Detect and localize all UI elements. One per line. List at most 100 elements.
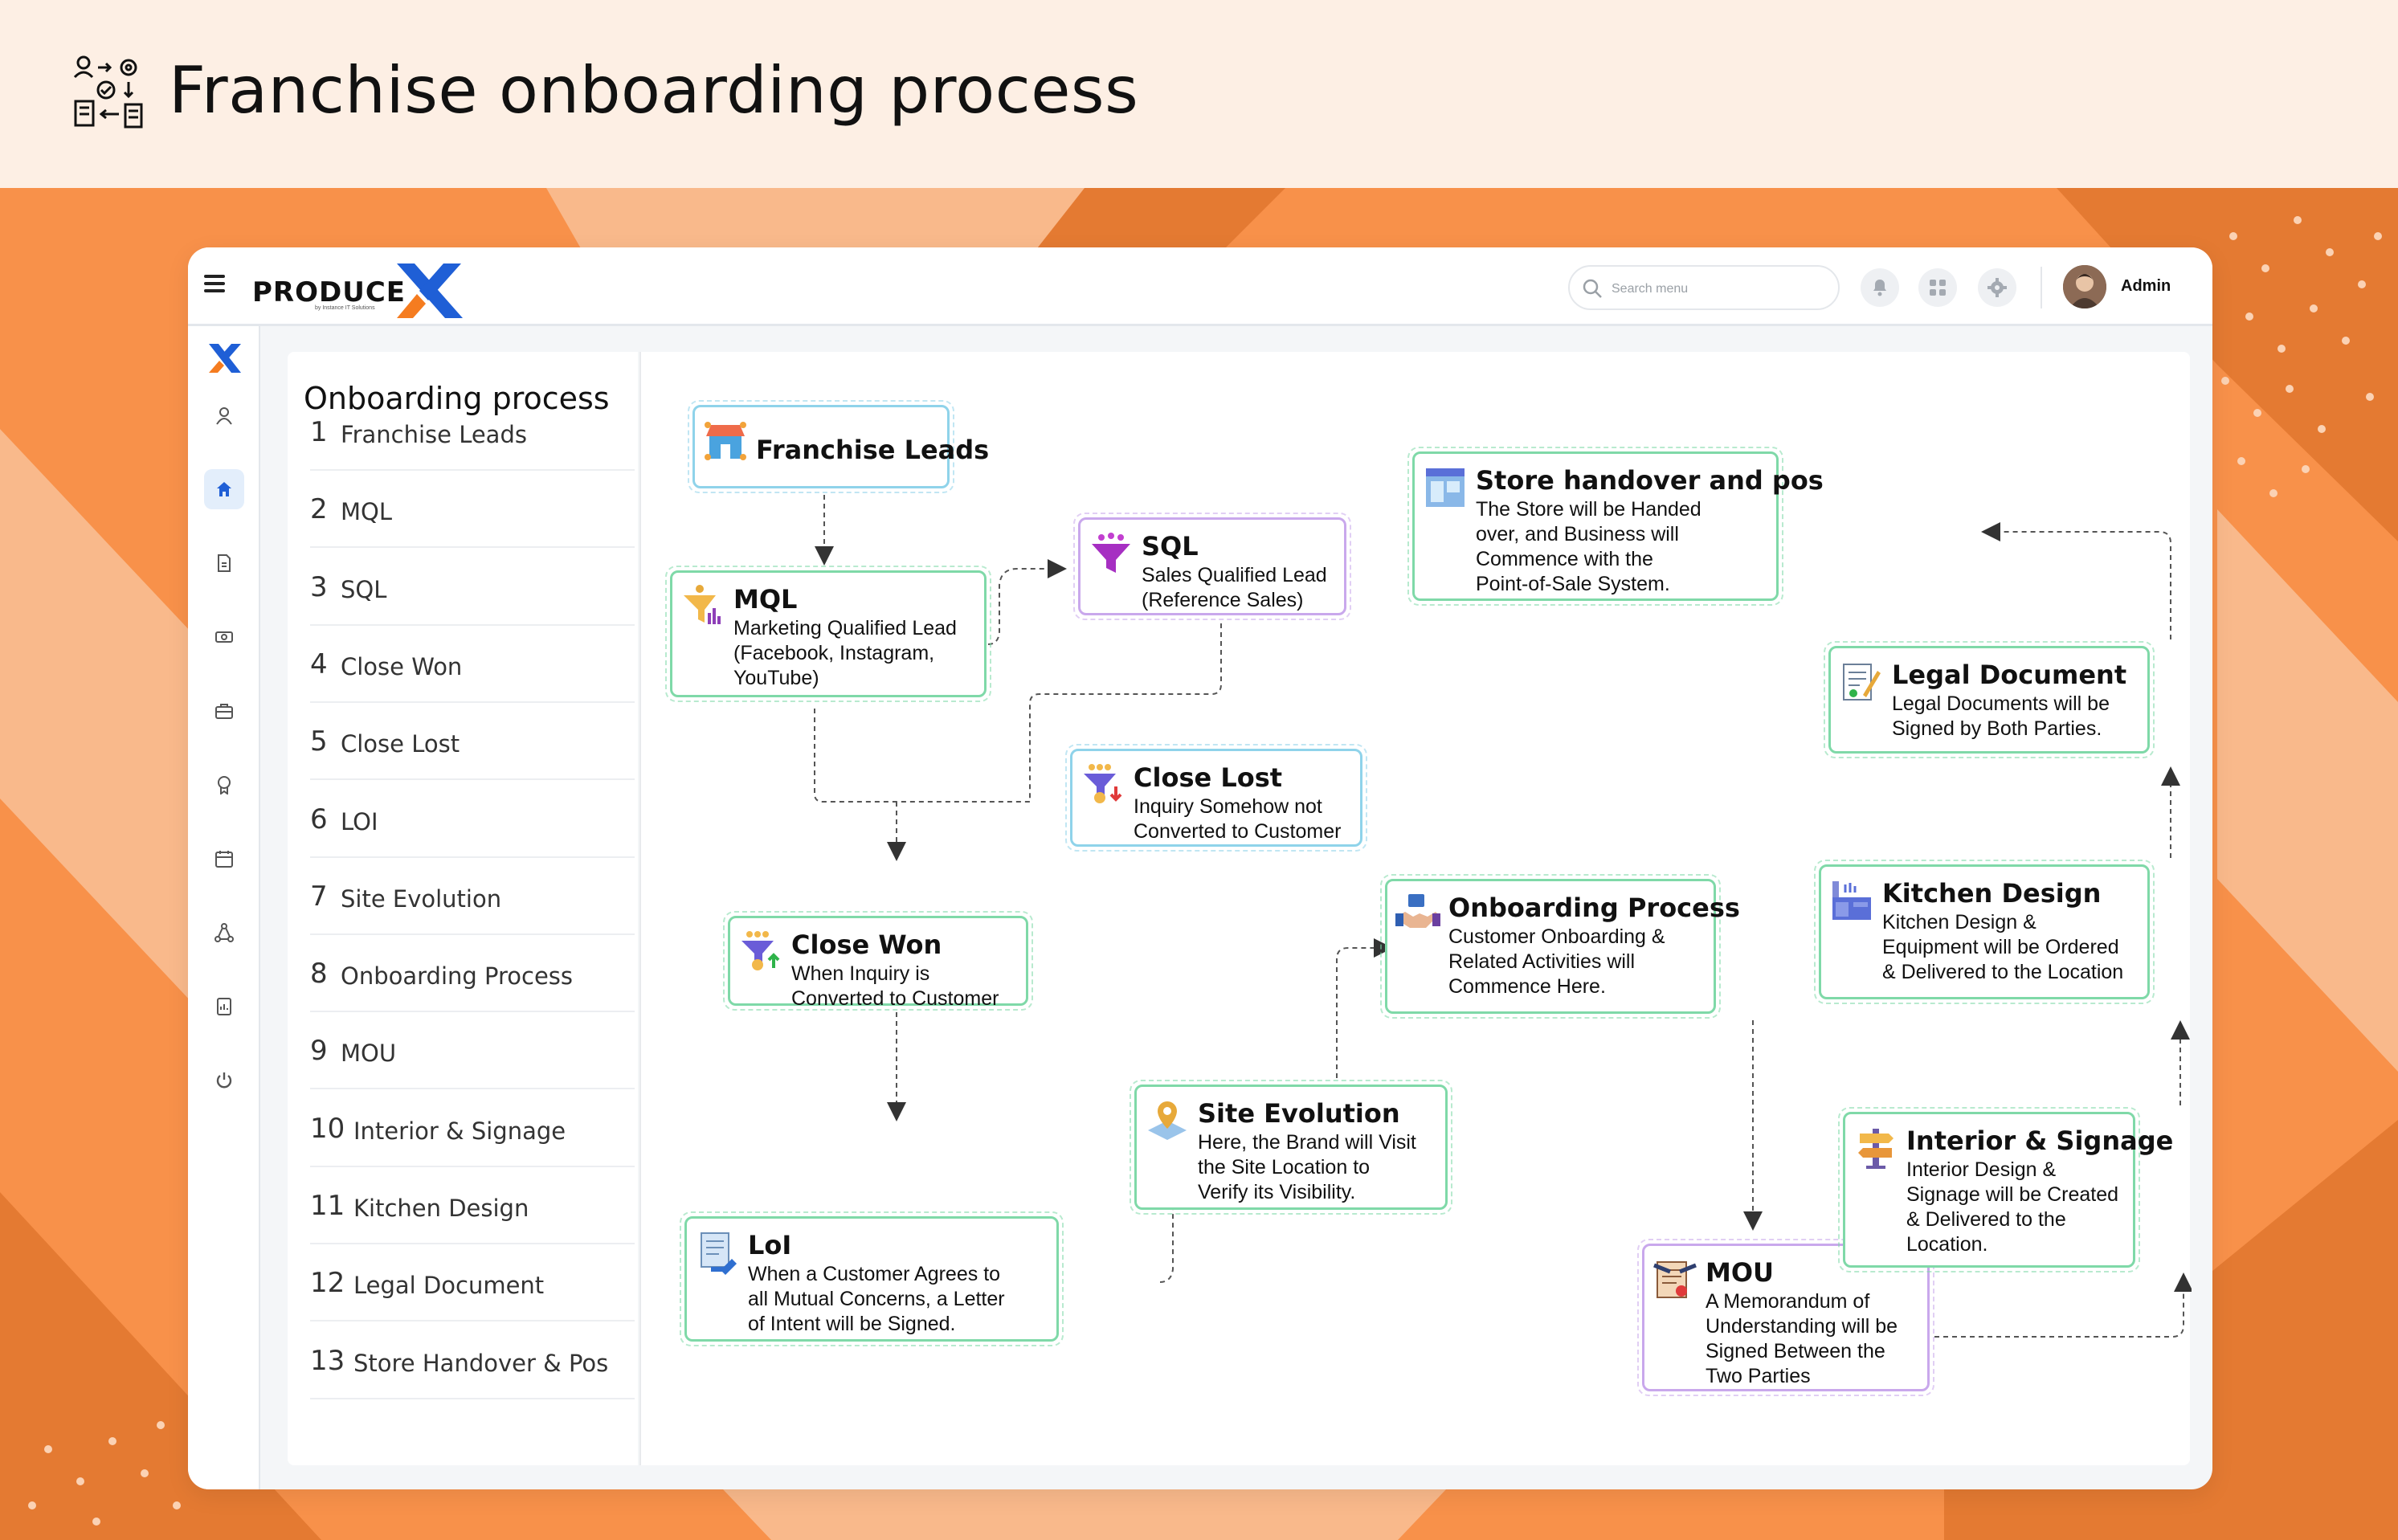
- search-input[interactable]: Search menu: [1612, 282, 1688, 296]
- funnel-down-icon: [1081, 762, 1125, 807]
- node-close-won[interactable]: Close Won When Inquiry is Converted to C…: [728, 916, 1028, 1006]
- rail-item-network[interactable]: [204, 913, 244, 953]
- rail-item-awards[interactable]: [204, 765, 244, 805]
- step-number: 11: [310, 1190, 345, 1222]
- notifications-button[interactable]: [1861, 268, 1899, 307]
- step-label: Interior & Signage: [353, 1117, 566, 1145]
- node-mql[interactable]: MQL Marketing Qualified Lead (Facebook, …: [670, 570, 987, 697]
- node-onboarding-process[interactable]: Onboarding Process Customer Onboarding &…: [1385, 879, 1716, 1014]
- step-item[interactable]: 3 SQL: [310, 549, 635, 626]
- menu-icon[interactable]: [204, 275, 225, 296]
- step-number: 2: [310, 493, 328, 525]
- report-icon: [214, 997, 234, 1016]
- step-label: MQL: [341, 498, 392, 525]
- brand-name: PRODUCE: [252, 276, 406, 308]
- legal-doc-icon: [1839, 660, 1884, 705]
- step-label: Kitchen Design: [353, 1195, 529, 1222]
- step-item[interactable]: 2 MQL: [310, 471, 635, 548]
- brand-logo[interactable]: PRODUCE by Instance IT Solutions: [252, 260, 461, 317]
- node-title: Close Lost: [1134, 762, 1282, 793]
- node-store-handover[interactable]: Store handover and pos The Store will be…: [1412, 451, 1779, 601]
- node-loi[interactable]: LoI When a Customer Agrees to all Mutual…: [684, 1216, 1059, 1342]
- step-number: 4: [310, 648, 328, 680]
- rail-item-documents[interactable]: [204, 543, 244, 583]
- step-label: Franchise Leads: [341, 421, 527, 448]
- banner: Franchise onboarding process: [0, 0, 2398, 188]
- contract-icon: [1652, 1257, 1697, 1302]
- rail-item-users[interactable]: [204, 395, 244, 435]
- rail-logo[interactable]: [204, 337, 244, 378]
- store-icon: [703, 419, 748, 464]
- node-description: Interior Design & Signage will be Create…: [1906, 1158, 2118, 1257]
- node-title: Legal Document: [1892, 660, 2126, 690]
- document-icon: [214, 554, 234, 573]
- signpost-icon: [1853, 1125, 1898, 1170]
- funnel-icon: [1089, 531, 1134, 576]
- rail-item-home[interactable]: [204, 469, 244, 509]
- step-item[interactable]: 8 Onboarding Process: [310, 935, 635, 1012]
- settings-button[interactable]: [1978, 268, 2016, 307]
- search-icon: [1581, 277, 1603, 300]
- user-name[interactable]: Admin: [2121, 277, 2171, 296]
- step-label: Legal Document: [353, 1272, 544, 1299]
- node-site-evolution[interactable]: Site Evolution Here, the Brand will Visi…: [1134, 1085, 1448, 1210]
- handshake-icon: [1395, 893, 1440, 937]
- step-number: 8: [310, 958, 328, 990]
- node-description: Legal Documents will be Signed by Both P…: [1892, 692, 2110, 741]
- kitchen-icon: [1829, 878, 1874, 923]
- brand-x-icon: [394, 260, 466, 321]
- step-number: 3: [310, 571, 328, 603]
- badge-icon: [214, 775, 234, 795]
- step-label: SQL: [341, 576, 386, 603]
- gear-icon: [1987, 278, 2007, 297]
- calendar-icon: [214, 849, 234, 868]
- node-description: Marketing Qualified Lead (Facebook, Inst…: [733, 616, 957, 691]
- home-icon: [214, 480, 234, 499]
- rail-item-payments[interactable]: [204, 617, 244, 657]
- step-number: 7: [310, 880, 328, 913]
- brand-tagline: by Instance IT Solutions: [315, 305, 375, 311]
- node-description: A Memorandum of Understanding will be Si…: [1706, 1289, 1898, 1389]
- search-box[interactable]: Search menu: [1568, 265, 1840, 310]
- step-item[interactable]: 11 Kitchen Design: [310, 1167, 635, 1244]
- avatar[interactable]: [2063, 265, 2106, 308]
- step-label: Close Lost: [341, 730, 460, 758]
- step-number: 12: [310, 1267, 345, 1299]
- node-description: Inquiry Somehow not Converted to Custome…: [1134, 795, 1341, 844]
- rail-item-reports[interactable]: [204, 986, 244, 1027]
- network-icon: [214, 923, 234, 942]
- apps-button[interactable]: [1918, 268, 1957, 307]
- rail-item-business[interactable]: [204, 691, 244, 731]
- node-close-lost[interactable]: Close Lost Inquiry Somehow not Converted…: [1070, 749, 1362, 847]
- topbar-divider: [2041, 267, 2042, 308]
- page-title: Franchise onboarding process: [169, 53, 1138, 128]
- node-title: Kitchen Design: [1882, 878, 2101, 909]
- node-title: Close Won: [791, 929, 942, 960]
- edge-legal-store: [1984, 532, 2171, 639]
- funnel-chart-icon: [680, 584, 725, 629]
- step-label: Onboarding Process: [341, 962, 573, 990]
- left-rail: [188, 326, 260, 1489]
- node-legal-document[interactable]: Legal Document Legal Documents will be S…: [1828, 646, 2150, 754]
- node-title: SQL: [1142, 531, 1199, 562]
- power-icon: [214, 1071, 234, 1090]
- node-sql[interactable]: SQL Sales Qualified Lead (Reference Sale…: [1078, 517, 1346, 615]
- node-title: Interior & Signage: [1906, 1125, 2173, 1156]
- node-kitchen-design[interactable]: Kitchen Design Kitchen Design & Equipmen…: [1819, 864, 2150, 999]
- node-title: Store handover and pos: [1476, 465, 1824, 496]
- rail-item-logout[interactable]: [204, 1060, 244, 1101]
- node-interior-signage[interactable]: Interior & Signage Interior Design & Sig…: [1843, 1112, 2135, 1268]
- node-franchise-leads[interactable]: Franchise Leads: [692, 405, 950, 488]
- rail-item-calendar[interactable]: [204, 839, 244, 879]
- step-number: 9: [310, 1035, 328, 1067]
- step-item[interactable]: 12 Legal Document: [310, 1244, 635, 1321]
- node-title: MQL: [733, 584, 797, 615]
